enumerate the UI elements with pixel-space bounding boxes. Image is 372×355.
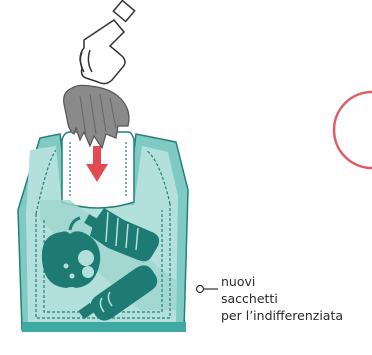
label-leader: [197, 286, 219, 293]
side-circle-icon: [334, 92, 372, 168]
label-line-1: nuovi: [221, 273, 343, 290]
hand-icon: [80, 0, 135, 83]
label-line-2: sacchetti: [221, 290, 343, 307]
bag-label: nuovi sacchetti per l’indifferenziata: [221, 273, 343, 324]
label-line-3: per l’indifferenziata: [221, 307, 343, 324]
